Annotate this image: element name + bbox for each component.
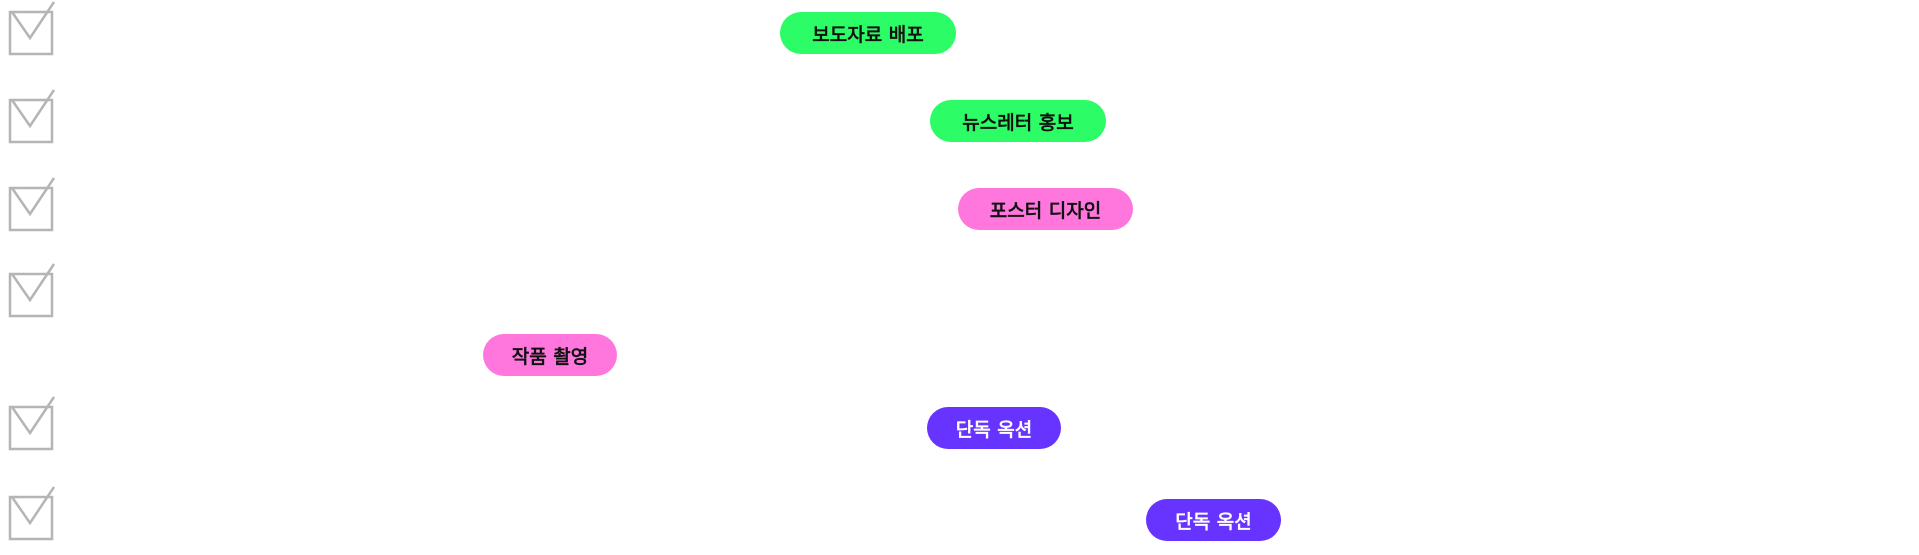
task-row: 보도자료 배포 <box>0 0 1919 60</box>
task-pill[interactable]: 보도자료 배포 <box>780 12 956 54</box>
checkbox-checked-icon[interactable] <box>8 176 56 232</box>
checkbox-checked-icon[interactable] <box>8 485 56 541</box>
checkbox-checked-icon[interactable] <box>8 88 56 144</box>
task-pill[interactable]: 단독 옥션 <box>1146 499 1281 541</box>
task-row: 단독 옥션 <box>0 485 1919 545</box>
task-pill[interactable]: 뉴스레터 홍보 <box>930 100 1106 142</box>
task-row <box>0 262 1919 322</box>
task-pill[interactable]: 포스터 디자인 <box>958 188 1133 230</box>
task-row: 뉴스레터 홍보 <box>0 88 1919 148</box>
task-row: 작품 촬영 <box>0 334 1919 394</box>
checkbox-checked-icon[interactable] <box>8 262 56 318</box>
task-row: 단독 옥션 <box>0 395 1919 455</box>
task-pill[interactable]: 단독 옥션 <box>927 407 1061 449</box>
task-row: 포스터 디자인 <box>0 176 1919 236</box>
checkbox-checked-icon[interactable] <box>8 0 56 56</box>
task-pill[interactable]: 작품 촬영 <box>483 334 617 376</box>
checkbox-checked-icon[interactable] <box>8 395 56 451</box>
